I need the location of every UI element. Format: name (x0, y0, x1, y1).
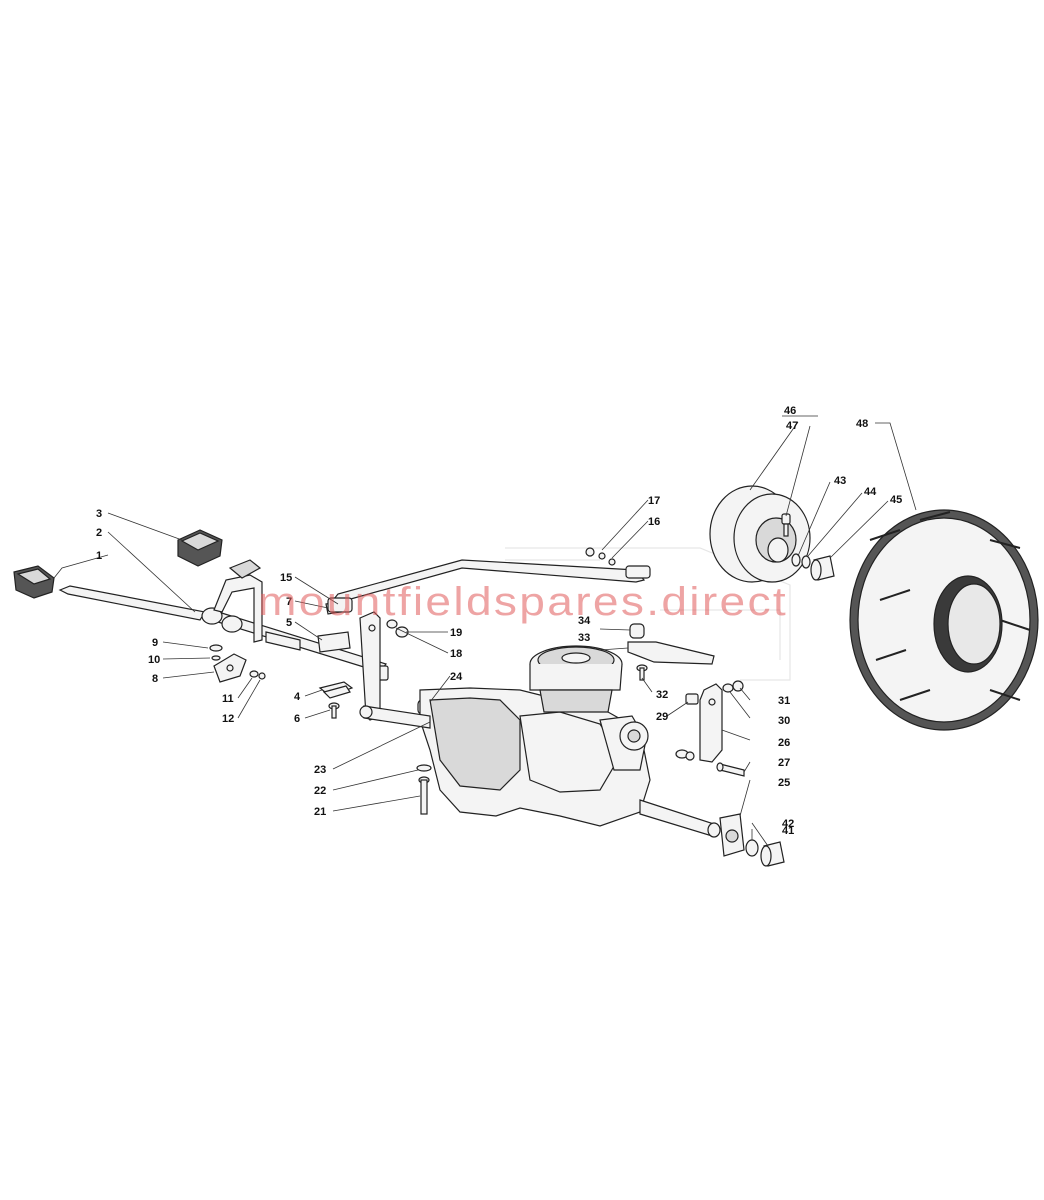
callout-47: 47 (786, 420, 798, 432)
clip-part[interactable] (318, 681, 354, 699)
callout-33: 33 (578, 632, 590, 644)
bracket-26[interactable] (675, 683, 723, 763)
callout-16: 16 (648, 516, 660, 528)
bolt-32[interactable] (636, 664, 648, 681)
callout-42: 42 (782, 818, 794, 830)
hardware-11-12[interactable] (249, 670, 266, 680)
bush-45[interactable] (810, 555, 835, 581)
callout-10: 10 (148, 654, 160, 666)
callout-11: 11 (222, 693, 234, 705)
callout-2: 2 (96, 527, 102, 539)
bolt-6[interactable] (328, 702, 340, 719)
valve-47[interactable] (781, 513, 791, 537)
callout-34: 34 (578, 615, 591, 627)
bolt-29[interactable] (685, 693, 699, 705)
callout-29: 29 (656, 711, 668, 723)
hardware-9-10[interactable] (209, 644, 223, 661)
washer-44[interactable] (801, 555, 811, 569)
callout-24: 24 (450, 671, 463, 683)
leader-lines (53, 415, 917, 847)
callout-44: 44 (864, 486, 877, 498)
watermark: mountfieldspares.direct (258, 580, 788, 624)
callout-25: 25 (778, 777, 790, 789)
pedal-rod-assembly[interactable] (58, 559, 389, 681)
callout-4: 4 (294, 691, 301, 703)
bearing-plate-25[interactable] (719, 813, 745, 857)
washer-43[interactable] (791, 553, 801, 567)
callout-27: 27 (778, 757, 790, 769)
callout-30: 30 (778, 715, 790, 727)
callout-numbers: 1 2 3 15 7 5 9 10 8 11 12 4 6 17 16 19 1… (96, 405, 902, 837)
callout-32: 32 (656, 689, 668, 701)
chassis-ghost (505, 547, 791, 681)
callout-3: 3 (96, 508, 102, 520)
callout-5: 5 (286, 617, 292, 629)
callout-43: 43 (834, 475, 846, 487)
pedal-pad[interactable] (177, 529, 223, 567)
control-rod[interactable] (327, 559, 651, 613)
transaxle[interactable] (359, 645, 721, 838)
tyre[interactable] (849, 509, 1039, 731)
washer-30[interactable] (722, 683, 734, 693)
washer-41[interactable] (745, 839, 759, 857)
callout-12: 12 (222, 713, 234, 725)
callout-17: 17 (648, 495, 660, 507)
callout-21: 21 (314, 806, 326, 818)
callout-18: 18 (450, 648, 462, 660)
callout-48: 48 (856, 418, 868, 430)
bolt-27[interactable] (716, 762, 745, 777)
bolt-21[interactable] (418, 776, 430, 815)
pivot-bracket[interactable] (317, 611, 381, 721)
callout-31: 31 (778, 695, 790, 707)
callout-1: 1 (96, 550, 102, 562)
callout-19: 19 (450, 627, 462, 639)
callout-9: 9 (152, 637, 158, 649)
callout-22: 22 (314, 785, 326, 797)
callout-46: 46 (784, 405, 796, 417)
bracket-plate[interactable] (213, 653, 247, 683)
callout-8: 8 (152, 673, 158, 685)
washer-22[interactable] (416, 764, 432, 772)
callout-6: 6 (294, 713, 300, 725)
bush-42[interactable] (760, 841, 785, 867)
callout-15: 15 (280, 572, 292, 584)
bracket-33[interactable] (627, 641, 715, 665)
callout-45: 45 (890, 494, 902, 506)
wheel-rim[interactable] (709, 485, 811, 583)
spacer-34[interactable] (629, 623, 645, 639)
pedal-cap[interactable] (13, 565, 55, 599)
callout-26: 26 (778, 737, 790, 749)
clips-16-17[interactable] (585, 547, 616, 566)
callout-23: 23 (314, 764, 326, 776)
callout-7: 7 (286, 596, 292, 608)
callout-41: 41 (782, 825, 794, 837)
